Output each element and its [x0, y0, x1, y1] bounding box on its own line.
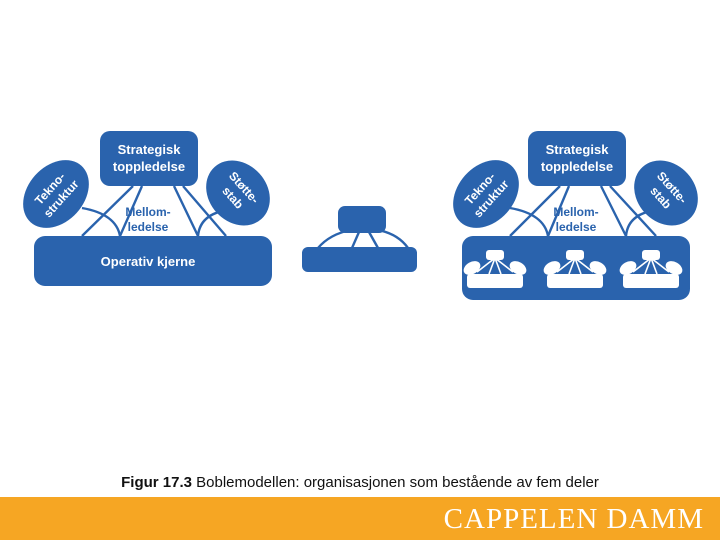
right-connector-lines [509, 185, 657, 237]
right-line-apex-right [609, 185, 657, 237]
right-division-3-apex [642, 250, 660, 260]
right-technostructure: Tekno- struktur [453, 160, 519, 228]
right-division-1-core [467, 274, 523, 288]
middle-apex-bubble [338, 206, 386, 233]
right-division-1-apex [486, 250, 504, 260]
figure-caption-label: Figur 17.3 [121, 474, 192, 491]
middle-simple-model [302, 206, 417, 272]
figure-caption-text: Boblemodellen: organisasjonen som beståe… [191, 474, 599, 491]
right-division-2-apex [566, 250, 584, 260]
left-strategic-apex-line-1: Strategisk [118, 142, 182, 157]
left-bubble-model: Operativ kjerne Strategisk toppledelse T… [23, 131, 272, 286]
right-division-1-right-bubble [509, 261, 527, 275]
right-division-1-left-bubble [463, 261, 481, 275]
right-division-3-left-bubble [619, 261, 637, 275]
left-operating-core-label: Operativ kjerne [101, 254, 196, 269]
right-line-inner-right [599, 185, 628, 237]
left-middle-line-label-2: ledelse [128, 220, 169, 234]
left-strategic-apex [100, 131, 198, 186]
middle-line-right [377, 228, 409, 249]
right-line-techno [509, 206, 550, 237]
right-division-1 [463, 250, 527, 288]
middle-line-inner-right [367, 231, 380, 249]
left-operating-core [34, 236, 272, 286]
middle-line-inner-left [350, 231, 361, 249]
right-line-apex-left [509, 185, 561, 237]
left-line-inner-right [172, 185, 200, 237]
right-strategic-apex-line-2: toppledelse [541, 159, 613, 174]
right-division-3-right-bubble [665, 261, 683, 275]
right-division-1-lines [476, 257, 514, 275]
left-support-staff: Støtte- stab [206, 160, 270, 226]
left-line-inner-left [118, 185, 144, 237]
left-line-apex-right [182, 185, 227, 237]
right-line-inner-left [546, 185, 571, 237]
left-line-apex-left [81, 185, 134, 237]
right-support-staff-bubble [634, 160, 698, 226]
footer-bar: CAPPELEN DAMM [0, 497, 720, 540]
figure-caption: Figur 17.3 Boblemodellen: organisasjonen… [0, 474, 720, 491]
right-middle-line-label-2: ledelse [556, 220, 597, 234]
right-division-3-core [623, 274, 679, 288]
right-middle-line-label-1: Mellom- [553, 205, 598, 219]
left-strategic-apex-line-2: toppledelse [113, 159, 185, 174]
publisher-logo: CAPPELEN DAMM [443, 503, 704, 535]
middle-core-bubble [302, 247, 417, 272]
right-technostructure-bubble [453, 160, 519, 228]
right-bubble-model: Strategisk toppledelse Tekno- struktur S… [453, 131, 698, 300]
right-division-3-lines [632, 257, 670, 275]
right-division-2-core [547, 274, 603, 288]
right-strategic-apex [528, 131, 626, 186]
right-division-2-right-bubble [589, 261, 607, 275]
right-division-2-lines [556, 257, 594, 275]
left-line-techno [81, 206, 122, 237]
right-operating-core [462, 236, 690, 300]
left-support-staff-bubble [206, 160, 270, 226]
left-technostructure-bubble [23, 160, 89, 228]
left-middle-line-label-1: Mellom- [125, 205, 170, 219]
left-technostructure: Tekno- struktur [23, 160, 89, 228]
right-strategic-apex-line-1: Strategisk [546, 142, 610, 157]
right-division-2-left-bubble [543, 261, 561, 275]
right-support-staff: Støtte- stab [634, 160, 698, 226]
right-division-3 [619, 250, 683, 288]
right-division-2 [543, 250, 607, 288]
